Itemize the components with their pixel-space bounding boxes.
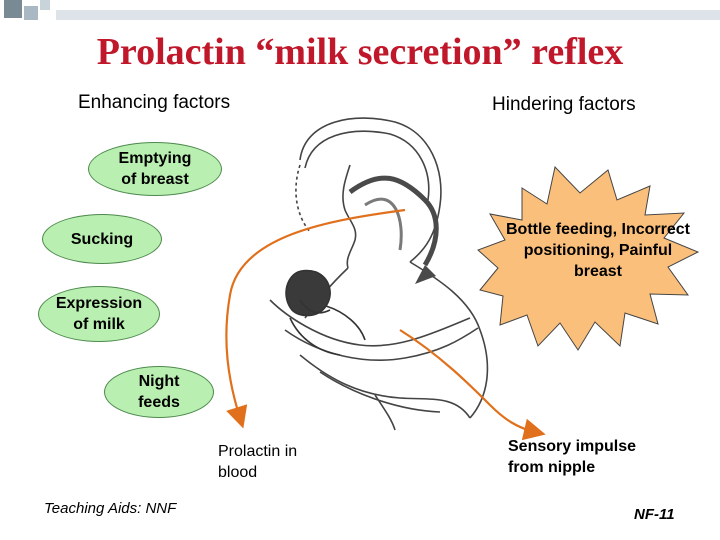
- brain-signal-arrow: [348, 175, 439, 267]
- hindering-factors-text: Bottle feeding, Incorrect positioning, P…: [505, 221, 691, 280]
- enhancing-factors-heading: Enhancing factors: [78, 92, 231, 113]
- mother-figure: [269, 117, 489, 431]
- footer-teaching-aids: Teaching Aids: NNF: [44, 500, 177, 517]
- sensory-arrow: [399, 329, 546, 441]
- sensory-impulse-caption: Sensory impulse from nipple: [508, 438, 637, 476]
- slide-title: Prolactin “milk secretion” reflex: [96, 31, 624, 73]
- top-decoration-bar: [0, 0, 720, 22]
- prolactin-arrow: [225, 208, 406, 429]
- prolactin-in-blood-caption: Prolactin in blood: [218, 443, 298, 481]
- factor-night-feeds: Night feeds: [104, 366, 214, 418]
- hindering-factors-heading: Hindering factors: [492, 94, 636, 115]
- hindering-burst: [477, 165, 700, 351]
- factor-sucking: Sucking: [42, 214, 162, 264]
- factor-emptying-of-breast: Emptying of breast: [88, 142, 222, 196]
- factor-expression-of-milk: Expression of milk: [38, 286, 160, 342]
- footer-slide-code: NF-11: [634, 506, 675, 523]
- baby-figure: [285, 269, 366, 356]
